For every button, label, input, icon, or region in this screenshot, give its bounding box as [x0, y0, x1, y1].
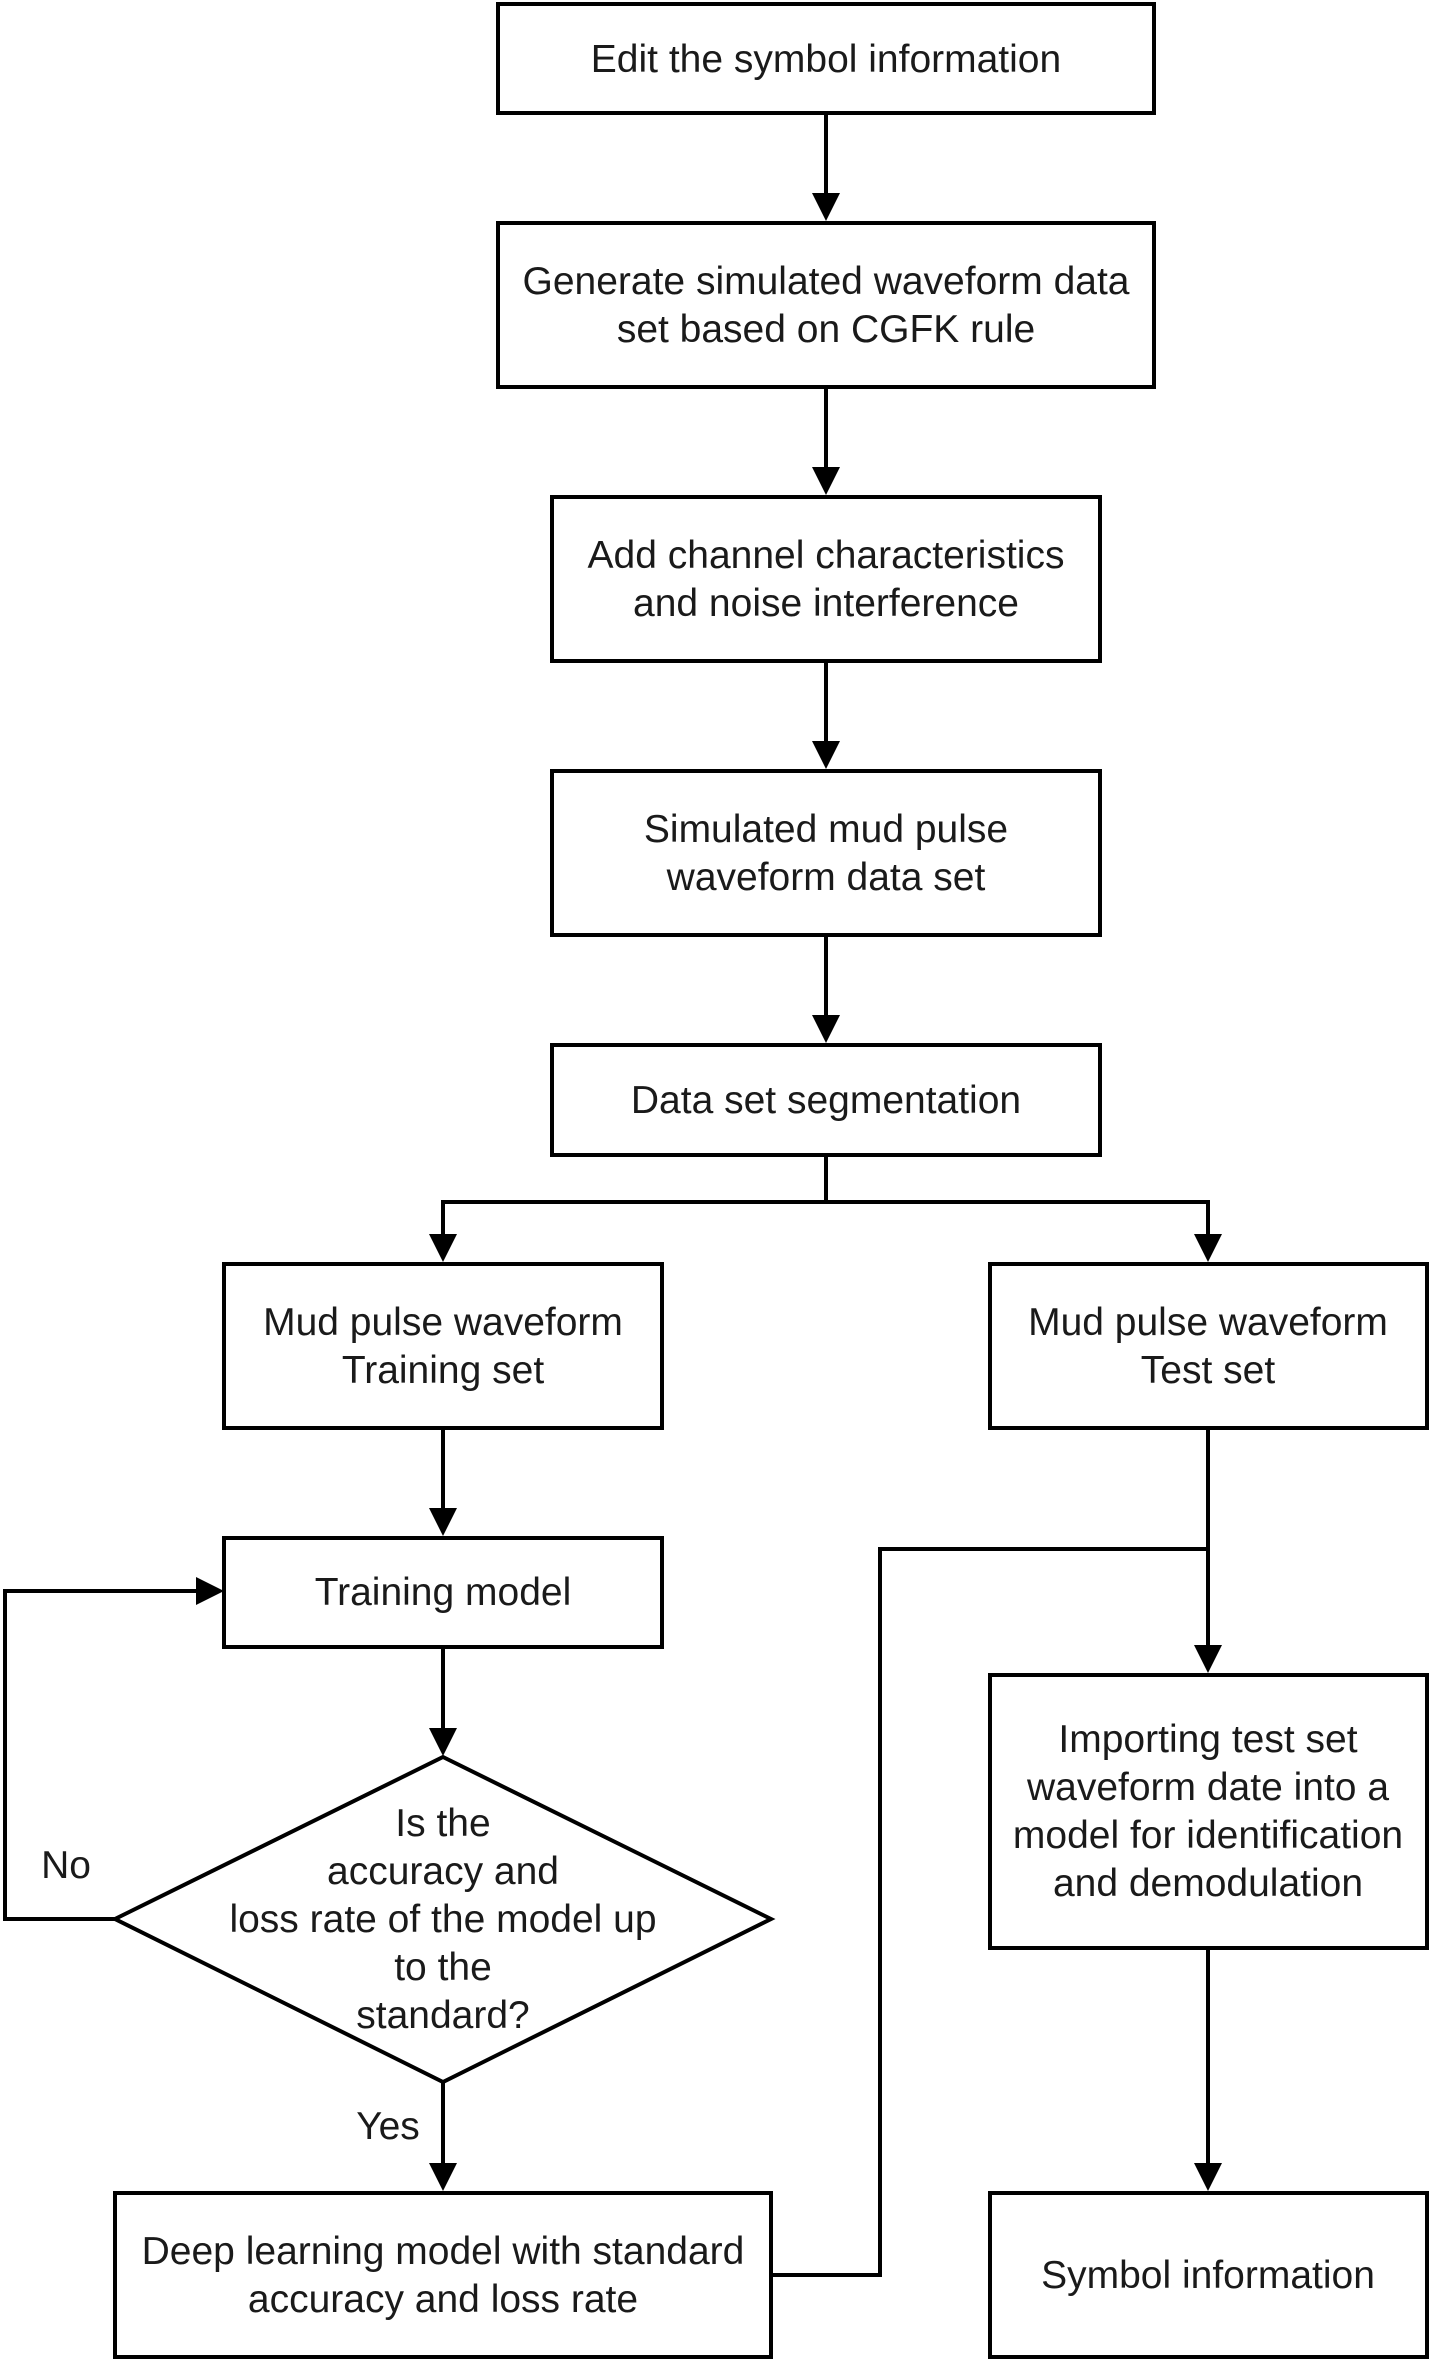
- edge-label-no: No: [41, 1844, 91, 1887]
- node-text-line: Importing test set: [1058, 1718, 1357, 1761]
- node-text-line: to the: [394, 1946, 492, 1989]
- nodes: [110, 2, 1429, 2359]
- arrowhead: [196, 1577, 224, 1605]
- node-text-line: Test set: [1141, 1349, 1276, 1392]
- node-text-line: Training set: [342, 1349, 544, 1392]
- node-segmentation: [550, 1043, 1102, 1157]
- node-text-line: waveform data set: [666, 856, 986, 899]
- node-text-line: Data set segmentation: [631, 1079, 1021, 1122]
- node-text-line: Simulated mud pulse: [644, 808, 1008, 851]
- edges: [3, 113, 1222, 2277]
- node-deep-model-text: Deep learning model with standard accurac…: [142, 2230, 745, 2321]
- node-text-line: Mud pulse waveform: [263, 1301, 623, 1344]
- node-import-test: [988, 1673, 1429, 1950]
- node-simulated-dataset: [550, 769, 1102, 937]
- edge-label-yes: Yes: [356, 2105, 420, 2148]
- node-generate-dataset: [496, 221, 1156, 389]
- node-text-line: set based on CGFK rule: [617, 308, 1035, 351]
- edge-segmentation-split: [441, 1155, 828, 1246]
- labels: Edit the symbol information Generate sim…: [41, 38, 1403, 2321]
- node-text-line: Training model: [315, 1571, 572, 1614]
- node-text-line: accuracy and: [327, 1850, 559, 1893]
- node-edit-symbol: [496, 2, 1156, 115]
- node-text-line: waveform date into a: [1026, 1766, 1389, 1809]
- arrowhead: [429, 1508, 457, 1536]
- edge-deep-model-to-import: [771, 1547, 1208, 2277]
- node-training-model-text: Training model: [315, 1571, 572, 1614]
- node-training-model: [222, 1536, 664, 1649]
- node-decision: [110, 1754, 776, 2085]
- edge-decision-no-loop: [3, 1589, 208, 1921]
- node-edit-symbol-text: Edit the symbol information: [591, 38, 1061, 81]
- node-add-channel: [550, 495, 1102, 663]
- arrowhead: [429, 1234, 457, 1262]
- node-text-line: and demodulation: [1053, 1862, 1363, 1905]
- node-text-line: model for identification: [1013, 1814, 1403, 1857]
- node-symbol-info: [988, 2191, 1429, 2359]
- node-segmentation-text: Data set segmentation: [631, 1079, 1021, 1122]
- arrowhead: [1194, 1234, 1222, 1262]
- node-text-line: accuracy and loss rate: [248, 2278, 638, 2321]
- node-text-line: Symbol information: [1041, 2254, 1375, 2297]
- arrowhead: [812, 193, 840, 221]
- node-text-line: Edit the symbol information: [591, 38, 1061, 81]
- arrowhead: [812, 467, 840, 495]
- node-text-line: Mud pulse waveform: [1028, 1301, 1388, 1344]
- arrowhead: [429, 2163, 457, 2191]
- arrowhead: [1194, 2163, 1222, 2191]
- node-simulated-dataset-text: Simulated mud pulse waveform data set: [644, 808, 1008, 899]
- arrowhead: [812, 1015, 840, 1043]
- node-deep-model: [113, 2191, 773, 2359]
- node-decision-text: Is the accuracy and loss rate of the model…: [229, 1802, 656, 2037]
- arrowhead: [1194, 1645, 1222, 1673]
- node-text-line: and noise interference: [633, 582, 1019, 625]
- node-text-line: Generate simulated waveform data: [523, 260, 1130, 303]
- edge-segmentation-to-test: [826, 1200, 1210, 1246]
- node-training-set: [222, 1262, 664, 1430]
- node-text-line: Is the: [395, 1802, 490, 1845]
- node-generate-dataset-text: Generate simulated waveform data set base…: [523, 260, 1130, 351]
- node-add-channel-text: Add channel characteristics and noise int…: [588, 534, 1065, 625]
- node-import-test-text: Importing test set waveform date into a mo…: [1013, 1718, 1403, 1905]
- node-symbol-info-text: Symbol information: [1041, 2254, 1375, 2297]
- arrowhead: [812, 741, 840, 769]
- node-text-line: loss rate of the model up: [229, 1898, 656, 1941]
- node-test-set: [988, 1262, 1429, 1430]
- node-text-line: standard?: [356, 1994, 529, 2037]
- arrowhead: [429, 1728, 457, 1756]
- node-text-line: Deep learning model with standard: [142, 2230, 745, 2273]
- node-text-line: Add channel characteristics: [588, 534, 1065, 577]
